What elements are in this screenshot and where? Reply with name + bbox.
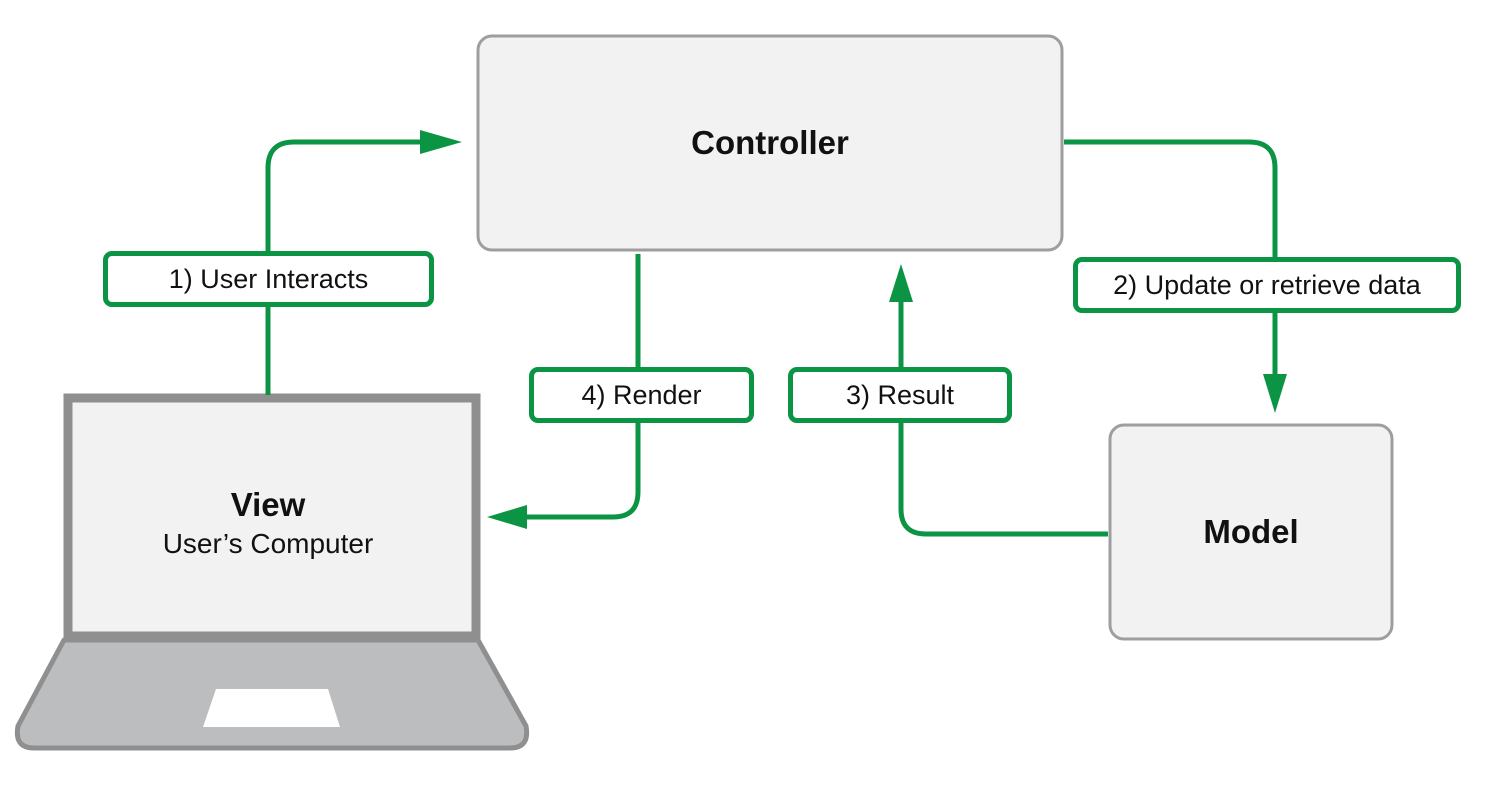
arrow-user-interacts [265, 130, 462, 395]
laptop-icon [14, 393, 530, 751]
arrow-update-data [1064, 139, 1287, 413]
step-label-user-interacts: 1) User Interacts [103, 251, 434, 307]
model-title: Model [1203, 513, 1299, 550]
step-label-result: 3) Result [788, 367, 1012, 423]
step-label-render: 4) Render [529, 367, 754, 423]
arrow-result [889, 264, 1108, 537]
controller-box [476, 34, 1064, 252]
step-label-update-data: 2) Update or retrieve data [1073, 257, 1461, 313]
model-box [1108, 423, 1394, 641]
view-subtitle: User’s Computer [162, 528, 374, 559]
arrow-render [487, 254, 641, 529]
view-title: View [230, 486, 306, 523]
controller-title: Controller [691, 124, 849, 161]
